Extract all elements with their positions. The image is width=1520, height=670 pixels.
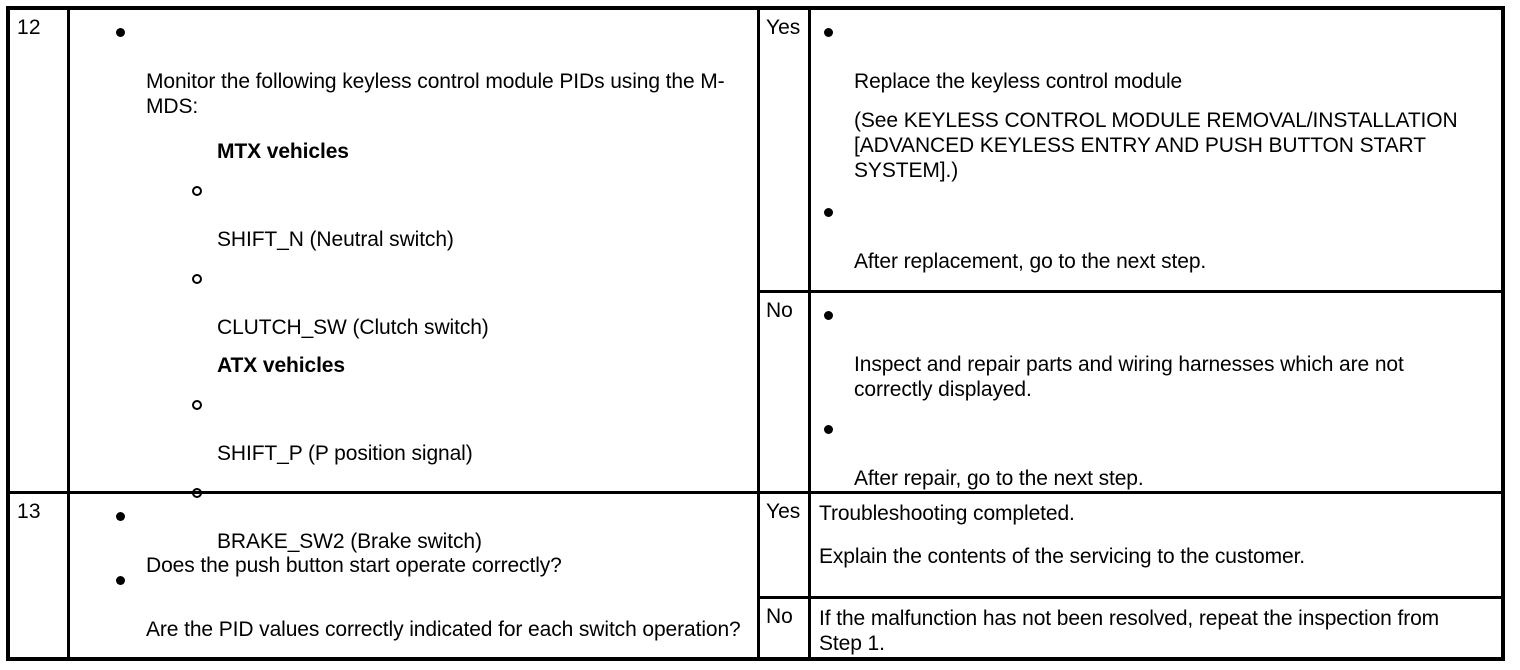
step-number-12: 12 — [17, 16, 41, 39]
action-bullet-inspect-repair: Inspect and repair parts and wiring harn… — [821, 302, 1487, 402]
result-text-explain-customer: Explain the contents of the servicing to… — [819, 545, 1306, 568]
hollow-bullet-icon — [192, 400, 202, 410]
step-12-no-branch: No Inspect and repair parts and wiring h… — [760, 290, 1501, 491]
step-number-cell-12: 12 — [10, 10, 70, 491]
filled-bullet-icon — [824, 28, 833, 37]
pid-label: BRAKE_SW2 (Brake switch) — [217, 530, 482, 553]
result-text-repeat-inspection: If the malfunction has not been resolved… — [819, 607, 1440, 655]
instruction-question-step-12: Are the PID values correctly indicated f… — [113, 567, 747, 642]
step-13-instruction-cell: Does the push button start operate corre… — [70, 494, 760, 657]
instruction-text: Monitor the following keyless control mo… — [146, 70, 725, 118]
step-12-answers: Yes Replace the keyless control module (… — [760, 10, 1501, 491]
filled-bullet-icon — [116, 576, 125, 585]
action-bullet-after-repair: After repair, go to the next step. — [821, 416, 1487, 491]
group-heading-atx: ATX vehicles — [217, 354, 345, 377]
step-number-cell-13: 13 — [10, 494, 70, 657]
table-row-step-12: 12 Monitor the following keyless control… — [10, 10, 1501, 641]
filled-bullet-icon — [824, 425, 833, 434]
step-number-13: 13 — [17, 500, 41, 523]
step-12-yes-action-cell: Replace the keyless control module (See … — [811, 10, 1501, 290]
answer-label-no: No — [766, 605, 793, 628]
question-text: Are the PID values correctly indicated f… — [146, 618, 741, 641]
answer-label-cell-no: No — [760, 293, 811, 491]
step-13-no-action-cell: If the malfunction has not been resolved… — [811, 599, 1501, 657]
action-text: Inspect and repair parts and wiring harn… — [854, 353, 1404, 401]
filled-bullet-icon — [824, 208, 833, 217]
table-row-step-13: 13 Does the push button start operate co… — [10, 491, 1501, 657]
troubleshooting-table: 12 Monitor the following keyless control… — [6, 6, 1505, 661]
pid-item-shift-n: SHIFT_N (Neutral switch) — [113, 177, 747, 252]
step-13-no-branch: No If the malfunction has not been resol… — [760, 596, 1501, 657]
hollow-bullet-icon — [192, 488, 202, 498]
answer-label-yes: Yes — [766, 500, 801, 523]
pid-item-clutch-sw: CLUTCH_SW (Clutch switch) — [113, 265, 747, 340]
pid-label: SHIFT_N (Neutral switch) — [217, 228, 454, 251]
action-reference-note: (See KEYLESS CONTROL MODULE REMOVAL/INST… — [854, 109, 1458, 182]
answer-label-cell-no: No — [760, 599, 811, 657]
pid-label: SHIFT_P (P position signal) — [217, 442, 473, 465]
question-text: Does the push button start operate corre… — [146, 554, 562, 577]
result-text-completed: Troubleshooting completed. — [819, 502, 1075, 525]
filled-bullet-icon — [116, 28, 125, 37]
answer-label-cell-yes: Yes — [760, 10, 811, 290]
answer-label-no: No — [766, 299, 793, 322]
action-text: Replace the keyless control module — [854, 70, 1183, 93]
pid-label: CLUTCH_SW (Clutch switch) — [217, 316, 489, 339]
table-body: 12 Monitor the following keyless control… — [10, 10, 1501, 657]
step-13-yes-branch: Yes Troubleshooting completed. Explain t… — [760, 494, 1501, 596]
action-text: After repair, go to the next step. — [854, 467, 1144, 490]
action-text: After replacement, go to the next step. — [854, 250, 1207, 273]
filled-bullet-icon — [116, 512, 125, 521]
step-13-answers: Yes Troubleshooting completed. Explain t… — [760, 494, 1501, 657]
step-12-yes-branch: Yes Replace the keyless control module (… — [760, 10, 1501, 290]
step-13-yes-action-cell: Troubleshooting completed. Explain the c… — [811, 494, 1501, 596]
answer-label-yes: Yes — [766, 16, 801, 39]
instruction-bullet-monitor-pids: Monitor the following keyless control mo… — [113, 19, 747, 119]
filled-bullet-icon — [824, 311, 833, 320]
step-12-no-action-cell: Inspect and repair parts and wiring harn… — [811, 293, 1501, 491]
pid-item-brake-sw2: BRAKE_SW2 (Brake switch) — [113, 479, 747, 554]
instruction-question-step-13: Does the push button start operate corre… — [113, 503, 747, 578]
action-bullet-replace-module: Replace the keyless control module — [821, 19, 1487, 94]
answer-label-cell-yes: Yes — [760, 494, 811, 596]
hollow-bullet-icon — [192, 274, 202, 284]
step-12-instruction-cell: Monitor the following keyless control mo… — [70, 10, 760, 641]
hollow-bullet-icon — [192, 186, 202, 196]
action-bullet-after-replacement: After replacement, go to the next step. — [821, 199, 1487, 274]
group-heading-mtx: MTX vehicles — [217, 140, 349, 163]
pid-item-shift-p: SHIFT_P (P position signal) — [113, 391, 747, 466]
